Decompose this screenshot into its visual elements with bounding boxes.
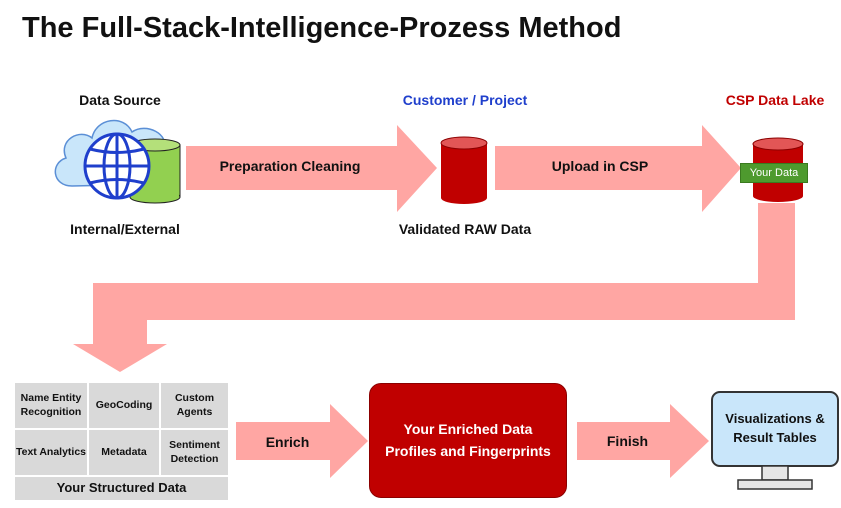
- your-data-tag: Your Data: [740, 163, 808, 183]
- grid-cell-text-analytics: Text Analytics: [15, 430, 87, 475]
- grid-cell-name-entity-recognition: Name Entity Recognition: [15, 383, 87, 428]
- structured-data-footer: Your Structured Data: [15, 477, 228, 500]
- data-source-heading: Data Source: [79, 92, 161, 108]
- grid-cell-geocoding: GeoCoding: [89, 383, 159, 428]
- arrow-finish: [577, 404, 709, 478]
- arrow-connector-down: [73, 203, 795, 372]
- upload-in-csp-label: Upload in CSP: [551, 158, 649, 174]
- csp-data-lake-heading: CSP Data Lake: [725, 92, 825, 108]
- preparation-cleaning-label: Preparation Cleaning: [219, 158, 361, 174]
- visualizations-screen-text: Visualizations & Result Tables: [725, 411, 825, 445]
- customer-project-heading: Customer / Project: [402, 92, 528, 108]
- database-cylinder-red-icon: [440, 136, 488, 204]
- enriched-data-box: Your Enriched Data Profiles and Fingerpr…: [369, 383, 567, 498]
- globe-icon: [83, 132, 151, 200]
- enrich-label: Enrich: [265, 434, 310, 450]
- page-title: The Full-Stack-Intelligence-Prozess Meth…: [22, 12, 622, 44]
- arrow-preparation-cleaning: [186, 125, 437, 212]
- finish-label: Finish: [606, 433, 649, 449]
- arrow-enrich: [236, 404, 368, 478]
- grid-cell-sentiment-detection: Sentiment Detection: [161, 430, 228, 475]
- grid-cell-custom-agents: Custom Agents: [161, 383, 228, 428]
- data-source-caption: Internal/External: [70, 221, 180, 237]
- validated-raw-data-caption: Validated RAW Data: [398, 221, 532, 237]
- grid-cell-metadata: Metadata: [89, 430, 159, 475]
- arrow-upload-csp: [495, 125, 741, 212]
- monitor-icon: [711, 391, 839, 490]
